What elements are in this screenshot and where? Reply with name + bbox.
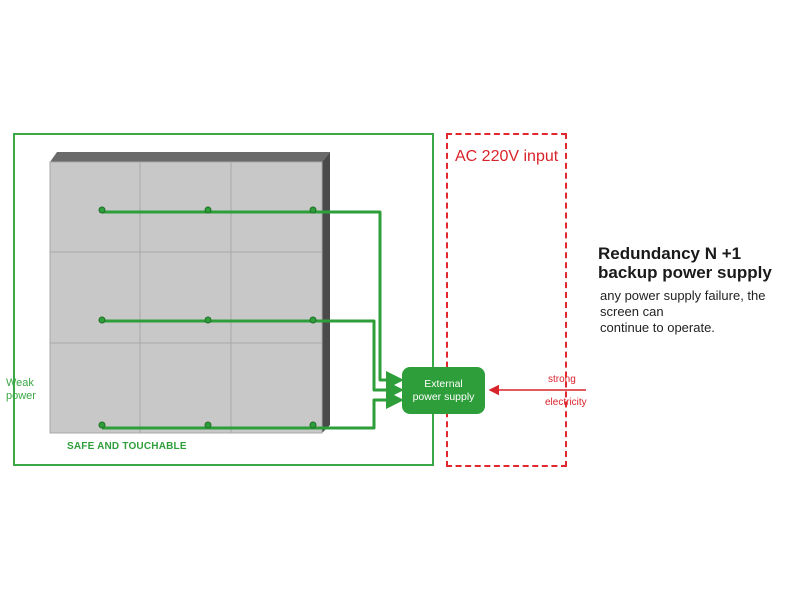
connector-dot — [98, 421, 106, 429]
power-supply-line1: External — [424, 377, 463, 390]
led-cabinet-grid — [49, 161, 323, 434]
connector-dot — [98, 206, 106, 214]
ac-input-zone — [446, 133, 567, 467]
wall-right-edge — [322, 152, 330, 433]
wire-row-1 — [102, 210, 404, 389]
cabinet-1-3 — [230, 161, 323, 253]
power-supply-line2: power supply — [412, 390, 475, 403]
description-line1: any power supply failure, the screen can — [600, 288, 766, 319]
connector-dot — [309, 421, 317, 429]
connector-dot — [204, 206, 212, 214]
cabinet-3-1 — [49, 342, 141, 434]
redundancy-description: any power supply failure, the screen can… — [600, 288, 800, 336]
connector-dot — [204, 421, 212, 429]
weak-power-label: Weak power — [6, 377, 36, 402]
ac-input-label: AC 220V input — [455, 148, 559, 165]
wire-row-2 — [102, 319, 404, 399]
cabinet-3-2 — [139, 342, 232, 434]
description-line2: continue to operate. — [600, 320, 715, 335]
wall-top-edge — [50, 152, 330, 162]
electricity-label: electricity — [545, 397, 587, 408]
weak-power-zone — [13, 133, 434, 466]
cabinet-2-2 — [139, 251, 232, 344]
redundancy-title: Redundancy N +1 backup power supply — [598, 244, 772, 282]
cabinet-2-3 — [230, 251, 323, 344]
safe-touchable-label: SAFE AND TOUCHABLE — [67, 441, 187, 452]
cabinet-3-3 — [230, 342, 323, 434]
cabinet-2-1 — [49, 251, 141, 344]
connector-dot — [204, 316, 212, 324]
connector-dot — [309, 316, 317, 324]
wire-row-3 — [102, 391, 404, 430]
cabinet-1-2 — [139, 161, 232, 253]
cabinet-1-1 — [49, 161, 141, 253]
connector-dot — [98, 316, 106, 324]
strong-label: strong — [548, 374, 576, 385]
connector-dot — [309, 206, 317, 214]
external-power-supply: External power supply — [402, 367, 485, 414]
